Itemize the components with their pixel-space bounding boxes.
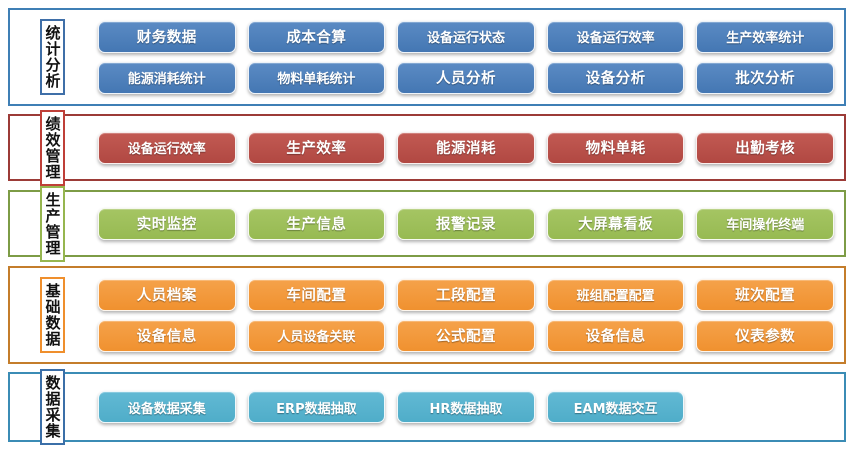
module-button[interactable]: 成本合算 (247, 20, 386, 53)
module-button[interactable]: 车间操作终端 (696, 207, 834, 240)
module-button[interactable]: 班组配置配置 (546, 278, 685, 311)
module-button[interactable]: 物料单耗统计 (247, 61, 386, 94)
module-button[interactable]: 仪表参数 (696, 319, 834, 352)
section-label-wrap-shuju-caiji: 数据采集 (10, 369, 94, 445)
module-button[interactable]: 报警记录 (397, 207, 535, 240)
section-label-tongji-fenxi: 统计分析 (39, 19, 65, 95)
section-shuju-caiji: 数据采集 设备数据采集 ERP数据抽取 HR数据抽取 EAM数据交互 (8, 369, 846, 445)
module-button[interactable]: 设备运行效率 (546, 20, 685, 53)
module-button[interactable]: 物料单耗 (546, 131, 685, 164)
module-button[interactable]: 设备信息 (546, 319, 685, 352)
button-grid-jichu-shuju: 人员档案车间配置工段配置班组配置配置班次配置设备信息人员设备关联公式配置设备信息… (94, 271, 844, 360)
module-button[interactable]: ERP数据抽取 (247, 391, 386, 423)
section-label-wrap-jichu-shuju: 基础数据 (10, 268, 94, 362)
module-button[interactable]: 大屏幕看板 (546, 207, 685, 240)
module-button[interactable]: 工段配置 (397, 278, 535, 311)
section-label-shengchan-guanli: 生产管理 (39, 185, 65, 262)
module-button[interactable]: 财务数据 (98, 20, 236, 53)
module-button[interactable]: 设备运行状态 (397, 20, 535, 53)
section-label-shuju-caiji: 数据采集 (39, 369, 65, 445)
section-shengchan-guanli: 生产管理 实时监控生产信息报警记录大屏幕看板车间操作终端 (8, 185, 846, 262)
module-button[interactable]: 实时监控 (98, 207, 236, 240)
section-label-wrap-tongji-fenxi: 统计分析 (10, 10, 94, 104)
button-grid-jixiao-guanli: 设备运行效率生产效率能源消耗物料单耗出勤考核 (94, 124, 844, 172)
button-grid-tongji-fenxi: 财务数据成本合算设备运行状态设备运行效率生产效率统计能源消耗统计物料单耗统计人员… (94, 13, 844, 102)
module-button[interactable]: 出勤考核 (696, 131, 834, 164)
section-label-jichu-shuju: 基础数据 (39, 277, 65, 353)
module-button[interactable]: 设备分析 (546, 61, 685, 94)
module-button[interactable]: 能源消耗统计 (98, 61, 236, 94)
module-button[interactable]: 人员设备关联 (247, 319, 386, 352)
module-button[interactable]: 人员分析 (397, 61, 535, 94)
section-label-jixiao-guanli: 绩效管理 (39, 109, 65, 186)
module-button[interactable]: 批次分析 (696, 61, 834, 94)
module-button[interactable]: 能源消耗 (397, 131, 535, 164)
module-button[interactable]: EAM数据交互 (546, 391, 685, 423)
module-button[interactable]: 生产效率 (247, 131, 386, 164)
section-jichu-shuju: 基础数据人员档案车间配置工段配置班组配置配置班次配置设备信息人员设备关联公式配置… (8, 266, 846, 364)
button-grid-shuju-caiji: 设备数据采集 ERP数据抽取 HR数据抽取 EAM数据交互 (94, 383, 844, 431)
module-button[interactable]: 人员档案 (98, 278, 236, 311)
module-button[interactable]: 公式配置 (397, 319, 535, 352)
module-button[interactable]: 生产信息 (247, 207, 386, 240)
section-jixiao-guanli: 绩效管理 设备运行效率生产效率能源消耗物料单耗出勤考核 (8, 109, 846, 186)
module-button[interactable]: 设备数据采集 (98, 391, 236, 423)
module-button[interactable]: 班次配置 (696, 278, 834, 311)
section-tongji-fenxi: 统计分析 财务数据成本合算设备运行状态设备运行效率生产效率统计能源消耗统计物料单耗… (8, 8, 846, 106)
section-label-wrap-shengchan-guanli: 生产管理 (10, 185, 94, 262)
module-button[interactable]: 车间配置 (247, 278, 386, 311)
module-button[interactable]: 设备运行效率 (98, 131, 236, 164)
module-button[interactable]: HR数据抽取 (397, 391, 535, 423)
module-button[interactable]: 生产效率统计 (696, 20, 834, 53)
button-grid-shengchan-guanli: 实时监控生产信息报警记录大屏幕看板车间操作终端 (94, 200, 844, 248)
module-button[interactable]: 设备信息 (98, 319, 236, 352)
section-label-wrap-jixiao-guanli: 绩效管理 (10, 109, 94, 186)
